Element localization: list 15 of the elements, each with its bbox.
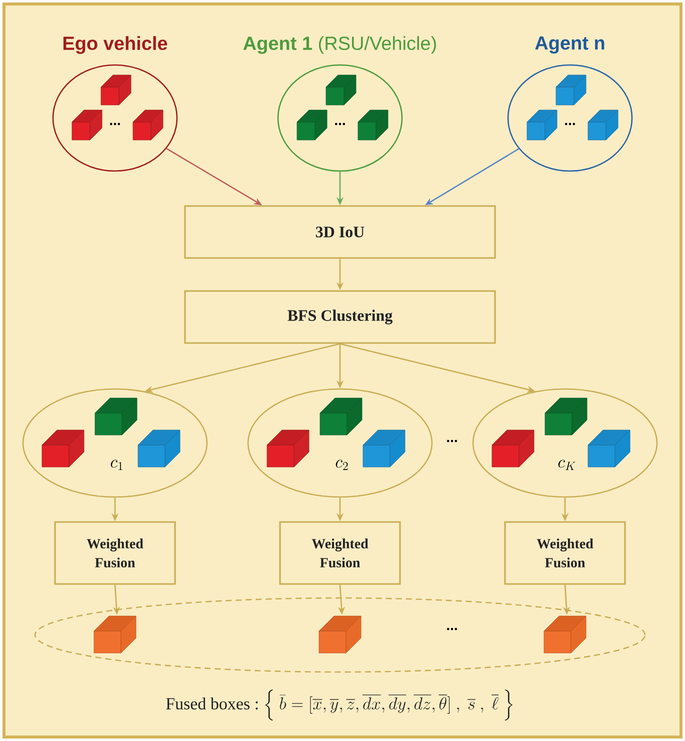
dashed-ellipse — [34, 597, 646, 673]
node-label: Agent 1 (RSU/Vehicle) — [243, 36, 436, 54]
fusion-box: Weighted Fusion — [54, 521, 176, 585]
cube-icon — [544, 616, 586, 654]
ellipsis: ... — [447, 628, 457, 630]
cube-icon — [94, 616, 136, 654]
fusion-box: Weighted Fusion — [504, 521, 626, 585]
caption-formula: $\text{Fused boxes :}\ \Big\{\ \bar{b} = [\overline{x}, \overline{y}, \overline{z}, \overline{dx}, \overline{dy}, \overline{dz}, \overline{\theta}]\ ,\ \overline{s}\ ,\ \overline{\ell}\ \Big\}$ — [166, 689, 512, 721]
ellipsis: ... — [447, 440, 457, 442]
process-box: 3D IoU — [184, 205, 496, 259]
process-box: BFS Clustering — [184, 290, 496, 344]
node-label: Ego vehicle — [63, 36, 168, 54]
node-label: Agent n — [535, 36, 604, 54]
fusion-box: Weighted Fusion — [279, 521, 401, 585]
cube-icon — [318, 616, 362, 654]
